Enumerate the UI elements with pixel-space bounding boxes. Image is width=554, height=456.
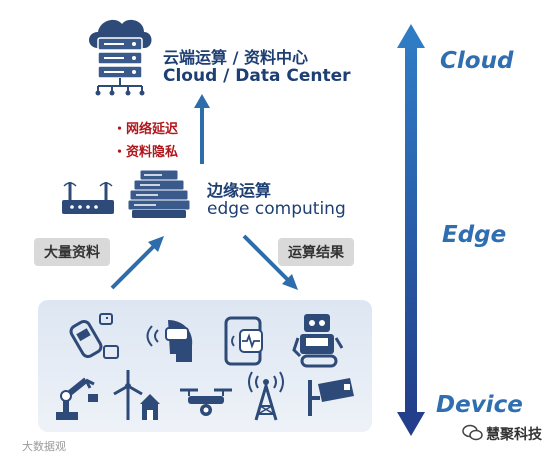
scale-label-edge: Edge (442, 222, 507, 248)
issue-network-latency: ・网络延迟 (113, 122, 179, 137)
edge-title-cn: 边缘运算 (207, 181, 272, 200)
edge-to-cloud-arrow (194, 94, 210, 164)
cloud-title-en: Cloud / Data Center (163, 66, 351, 86)
cloud-title-cn: 云端运算 / 资料中心 (163, 48, 308, 67)
security-camera-icon (308, 378, 354, 416)
tag-large-data: 大量资料 (34, 238, 110, 266)
wechat-icon (462, 424, 483, 441)
edge-to-device-arrow (242, 234, 298, 290)
cloud-device-scale-arrow (397, 24, 425, 436)
robot-arm-icon (56, 377, 98, 420)
issue-data-privacy: ・资料隐私 (113, 145, 179, 160)
scale-label-device: Device (436, 392, 523, 418)
smartwatch-icon (224, 316, 263, 366)
server-rack-icon (127, 169, 191, 218)
brand-name: 慧聚科技 (486, 427, 542, 443)
drone-icon (180, 388, 232, 416)
router-icon (62, 182, 114, 214)
watermark-source: 大数据观 (22, 440, 66, 453)
wind-turbine-house-icon (113, 370, 160, 420)
tag-computation-result: 运算结果 (278, 238, 354, 266)
device-to-edge-arrow (110, 236, 164, 290)
scale-label-cloud: Cloud (440, 48, 514, 74)
cloud-server-icon (89, 19, 152, 96)
vr-headset-icon (146, 320, 193, 362)
robot-icon (292, 314, 344, 368)
cell-tower-icon (248, 371, 284, 421)
car-sensor-icon (69, 313, 119, 359)
edge-title-en: edge computing (207, 199, 346, 219)
